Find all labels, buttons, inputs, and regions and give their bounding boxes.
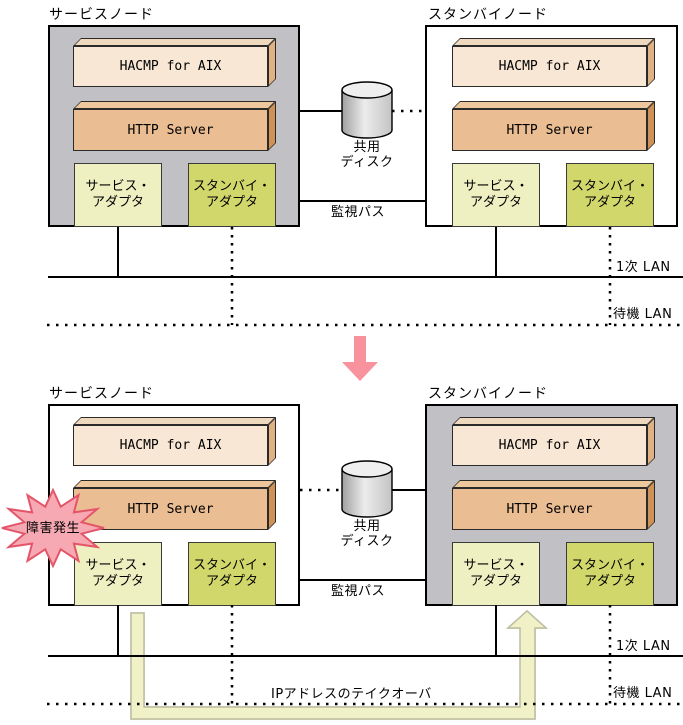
http-box-top-face bbox=[73, 101, 276, 109]
http-box-top-face bbox=[452, 480, 655, 488]
hacmp-box-side-face bbox=[647, 417, 655, 466]
shared-disk-label: 共用 ディスク bbox=[327, 519, 407, 549]
service-adapter-label-line1: サービス・ bbox=[463, 179, 529, 194]
service-adapter: サービス・ アダプタ bbox=[74, 163, 162, 227]
service-adapter-label-line2: アダプタ bbox=[469, 195, 522, 210]
http-box-front: HTTP Server bbox=[452, 488, 647, 530]
shared-disk-label-line1: 共用 bbox=[353, 140, 381, 155]
service-adapter: サービス・ アダプタ bbox=[452, 163, 540, 227]
service-node-title: サービスノード bbox=[49, 386, 154, 402]
monitor-path-label: 監視パス bbox=[330, 205, 385, 220]
standby-adapter-label-line1: スタンバイ・ bbox=[570, 179, 649, 194]
service-adapter-label-line2: アダプタ bbox=[91, 195, 144, 210]
http-box-front: HTTP Server bbox=[73, 109, 268, 151]
standby-adapter: スタンバイ・ アダプタ bbox=[188, 163, 276, 227]
standby-adapter: スタンバイ・ アダプタ bbox=[566, 542, 654, 606]
hacmp-box-front: HACMP for AIX bbox=[452, 425, 647, 466]
hacmp-box-top-face bbox=[73, 417, 276, 425]
standby-adapter-label-line2: アダプタ bbox=[583, 195, 636, 210]
standby-node-title: スタンバイノード bbox=[428, 386, 548, 402]
hacmp-box-top-face bbox=[73, 38, 276, 46]
shared-disk-label-line2: ディスク bbox=[340, 155, 394, 170]
primary-lan-label: 1次 LAN bbox=[616, 639, 671, 654]
http-box-side-face bbox=[268, 480, 276, 530]
service-adapter-label-line2: アダプタ bbox=[91, 574, 144, 589]
http-box-side-face bbox=[647, 101, 655, 151]
hacmp-box-front: HACMP for AIX bbox=[452, 46, 647, 87]
standby-adapter-label-line1: スタンバイ・ bbox=[570, 558, 649, 573]
service-adapter-label-line1: サービス・ bbox=[85, 558, 151, 573]
hacmp-box-front: HACMP for AIX bbox=[73, 46, 268, 87]
http-box-front: HTTP Server bbox=[73, 488, 268, 530]
service-adapter-label-line1: サービス・ bbox=[463, 558, 529, 573]
shared-disk-label-line1: 共用 bbox=[353, 519, 381, 534]
standby-lan-label: 待機 LAN bbox=[613, 686, 673, 701]
hacmp-box-side-face bbox=[268, 417, 276, 466]
hacmp-box-top-face bbox=[452, 417, 655, 425]
shared-disk-label: 共用 ディスク bbox=[327, 140, 407, 170]
service-adapter-label-line1: サービス・ bbox=[85, 179, 151, 194]
standby-adapter: スタンバイ・ アダプタ bbox=[188, 542, 276, 606]
http-box-side-face bbox=[647, 480, 655, 530]
http-box-side-face bbox=[268, 101, 276, 151]
ip-takeover-label: IPアドレスのテイクオーバ bbox=[271, 687, 432, 702]
service-adapter: サービス・ アダプタ bbox=[452, 542, 540, 606]
panel-after: サービスノード スタンバイノード HACMP for AIX HTTP Serv… bbox=[0, 379, 683, 725]
hacmp-box-top-face bbox=[452, 38, 655, 46]
standby-adapter-label-line2: アダプタ bbox=[205, 195, 258, 210]
standby-lan-label: 待機 LAN bbox=[613, 307, 673, 322]
primary-lan-label: 1次 LAN bbox=[616, 260, 671, 275]
http-box-front: HTTP Server bbox=[452, 109, 647, 151]
standby-adapter-label-line1: スタンバイ・ bbox=[192, 179, 271, 194]
http-box-top-face bbox=[73, 480, 276, 488]
standby-adapter-label-line2: アダプタ bbox=[205, 574, 258, 589]
http-box-top-face bbox=[452, 101, 655, 109]
standby-adapter-label-line2: アダプタ bbox=[583, 574, 636, 589]
failure-label: 障害発生 bbox=[25, 521, 80, 536]
panel-before: サービスノード スタンバイノード HACMP for AIX HTTP Serv… bbox=[0, 0, 683, 346]
service-adapter-label-line2: アダプタ bbox=[469, 574, 522, 589]
standby-adapter-label-line1: スタンバイ・ bbox=[192, 558, 271, 573]
hacmp-box-front: HACMP for AIX bbox=[73, 425, 268, 466]
shared-disk-label-line2: ディスク bbox=[340, 534, 394, 549]
standby-adapter: スタンバイ・ アダプタ bbox=[566, 163, 654, 227]
hacmp-box-side-face bbox=[647, 38, 655, 87]
service-adapter: サービス・ アダプタ bbox=[74, 542, 162, 606]
monitor-path-label: 監視パス bbox=[330, 584, 385, 599]
service-node-title: サービスノード bbox=[49, 7, 154, 23]
standby-node-title: スタンバイノード bbox=[428, 7, 548, 23]
hacmp-box-side-face bbox=[268, 38, 276, 87]
